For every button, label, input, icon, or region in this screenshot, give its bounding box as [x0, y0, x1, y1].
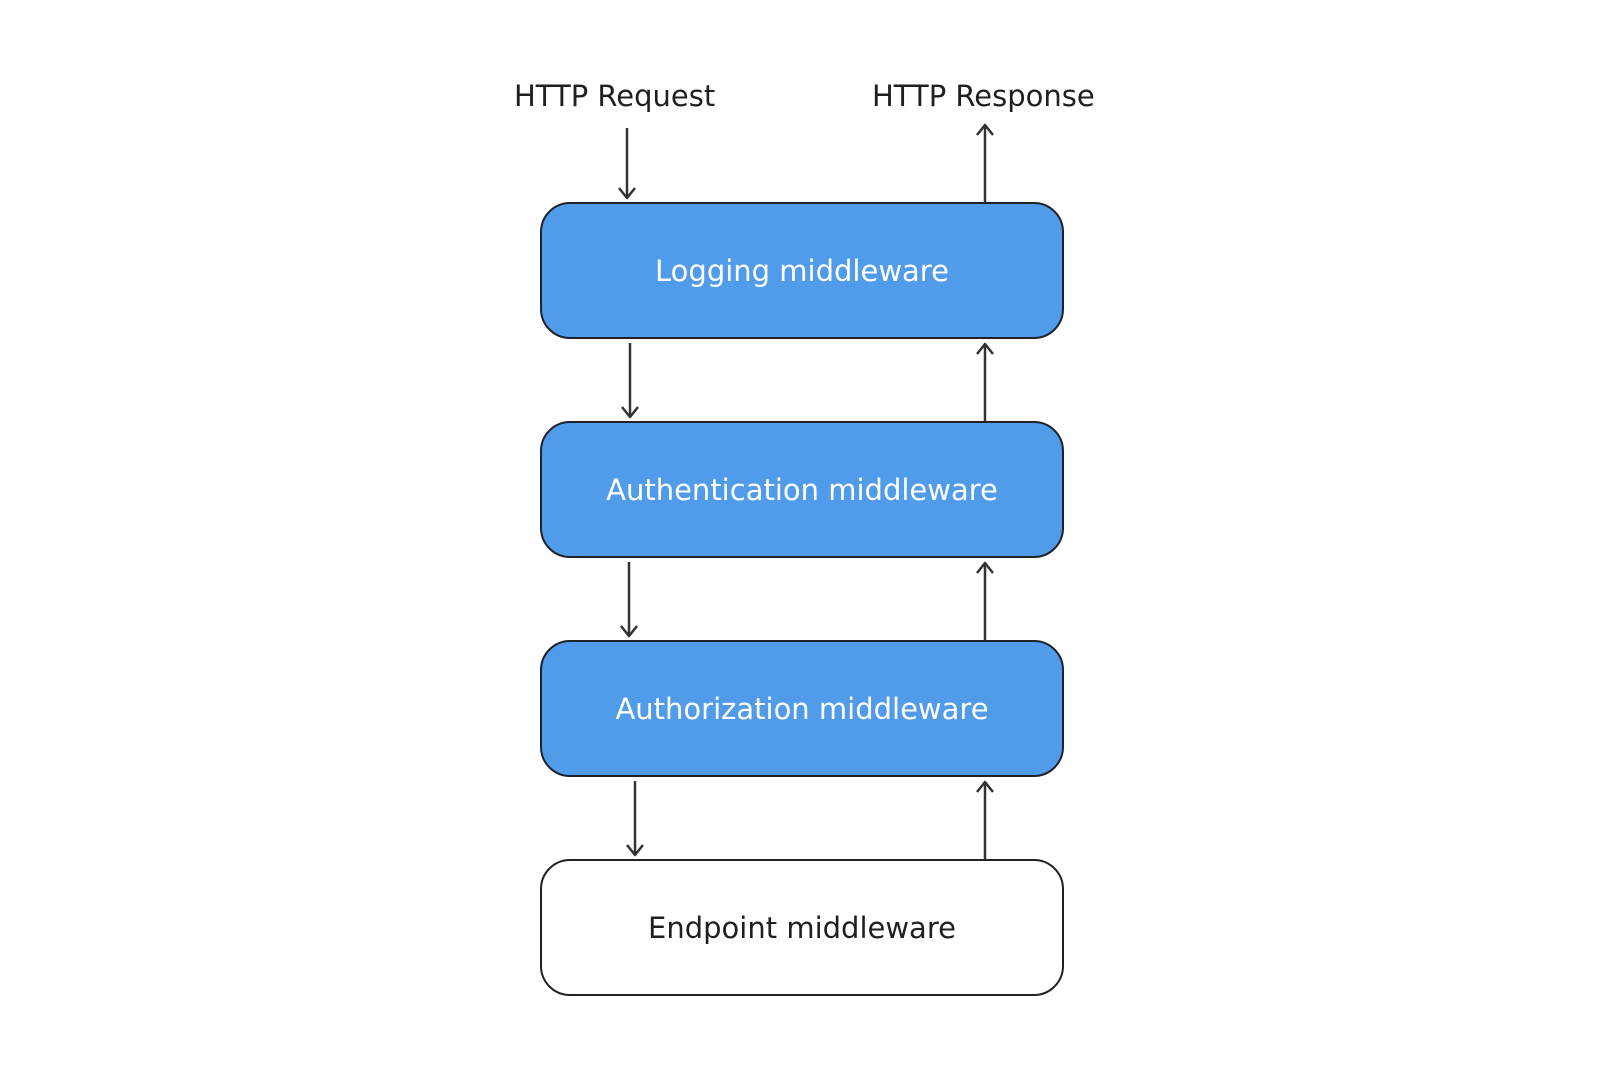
logging-middleware-node: Logging middleware — [540, 202, 1064, 339]
response-arrow-authentication-to-logging — [976, 342, 994, 421]
authentication-middleware-node: Authentication middleware — [540, 421, 1064, 558]
response-arrow-out — [976, 123, 994, 202]
request-arrow-authentication-to-authorization — [620, 562, 638, 638]
http-request-label: HTTP Request — [514, 79, 716, 113]
response-arrow-endpoint-to-authorization — [976, 780, 994, 859]
http-response-label: HTTP Response — [872, 79, 1095, 113]
authorization-middleware-label: Authorization middleware — [615, 691, 989, 726]
endpoint-middleware-node: Endpoint middleware — [540, 859, 1064, 996]
authentication-middleware-label: Authentication middleware — [606, 472, 998, 507]
request-arrow-authorization-to-endpoint — [626, 781, 644, 857]
request-arrow-in — [618, 128, 636, 200]
response-arrow-authorization-to-authentication — [976, 561, 994, 640]
endpoint-middleware-label: Endpoint middleware — [648, 910, 956, 945]
authorization-middleware-node: Authorization middleware — [540, 640, 1064, 777]
request-arrow-logging-to-authentication — [621, 343, 639, 419]
logging-middleware-label: Logging middleware — [655, 253, 949, 288]
